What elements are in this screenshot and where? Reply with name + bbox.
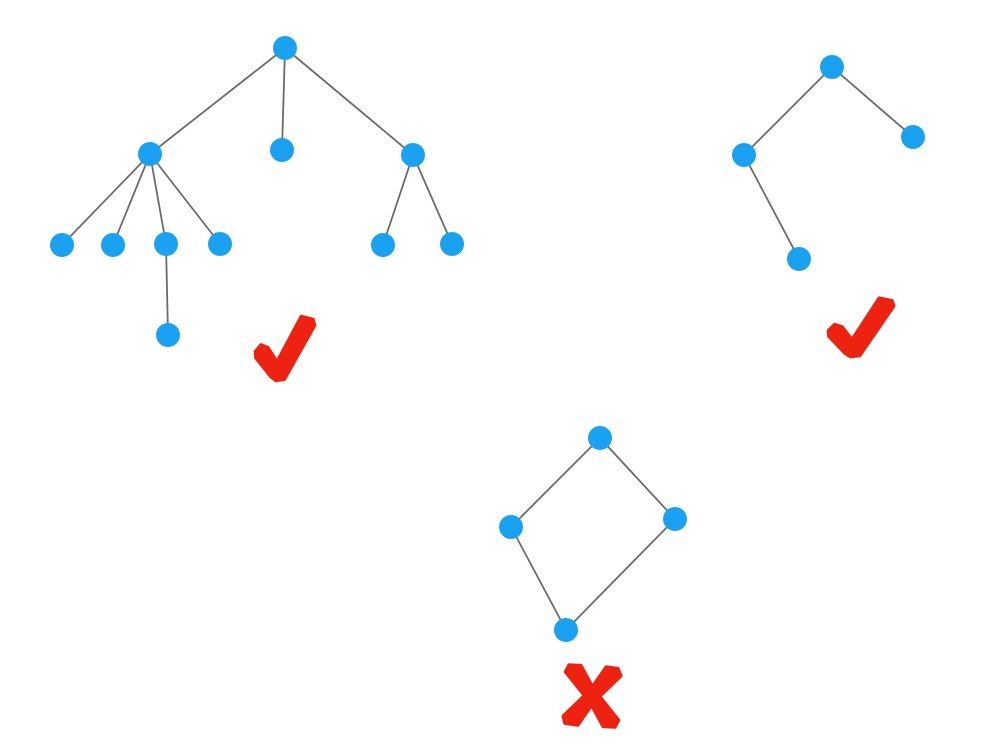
graph-edge (565, 518, 676, 631)
graph-node-root[interactable] (273, 36, 297, 60)
graph-node-child-right[interactable] (901, 125, 925, 149)
graph-edge (412, 154, 453, 245)
graph-edge (149, 153, 221, 245)
checkmark-right-tree (826, 296, 896, 359)
graph-node-leaf-l2[interactable] (101, 233, 125, 257)
graph-node-leaf-l1[interactable] (50, 233, 74, 257)
graph-edge (284, 47, 414, 156)
tree-right-nodes (732, 55, 925, 271)
graph-edge (743, 66, 833, 156)
graph-node-leaf-r1[interactable] (371, 233, 395, 257)
tree-left-edges (61, 47, 453, 336)
graph-edge (831, 66, 914, 138)
graph-node-leaf-deep[interactable] (156, 323, 180, 347)
graph-node-grandchild[interactable] (787, 247, 811, 271)
graph-edge (281, 47, 286, 151)
graph-node-branch-middle[interactable] (270, 138, 294, 162)
graph-node-cycle-bottom[interactable] (554, 618, 578, 642)
graph-node-leaf-l3[interactable] (154, 232, 178, 256)
graph-edge (599, 437, 676, 520)
graph-edge (510, 437, 601, 528)
graph-edge (510, 526, 567, 631)
tree-left-nodes (50, 36, 464, 347)
graph-node-branch-right[interactable] (401, 143, 425, 167)
checkmark-left-tree (253, 314, 317, 383)
cycle-bottom-edges (510, 437, 676, 631)
graph-node-branch-left[interactable] (138, 142, 162, 166)
cross-icon (561, 663, 623, 729)
cycle-bottom-nodes (499, 426, 687, 642)
check-icon (826, 296, 896, 359)
graph-edge (743, 154, 800, 260)
marks-layer (253, 296, 896, 729)
check-icon (253, 314, 317, 383)
graph-edge (112, 153, 151, 246)
graph-edge (149, 153, 167, 245)
tree-right-edges (743, 66, 914, 260)
graph-node-root[interactable] (820, 55, 844, 79)
edges-layer (61, 47, 914, 631)
graph-edge (149, 47, 286, 155)
graph-edge (382, 154, 414, 246)
graph-edge (165, 243, 169, 336)
graph-node-cycle-top[interactable] (588, 426, 612, 450)
graph-node-leaf-l4[interactable] (208, 232, 232, 256)
graph-node-cycle-left[interactable] (499, 515, 523, 539)
nodes-layer (50, 36, 925, 642)
cross-cycle-graph (561, 663, 623, 729)
graph-node-child-left[interactable] (732, 143, 756, 167)
graph-edge (61, 153, 151, 246)
graph-node-leaf-r2[interactable] (440, 232, 464, 256)
graph-node-cycle-right[interactable] (663, 507, 687, 531)
